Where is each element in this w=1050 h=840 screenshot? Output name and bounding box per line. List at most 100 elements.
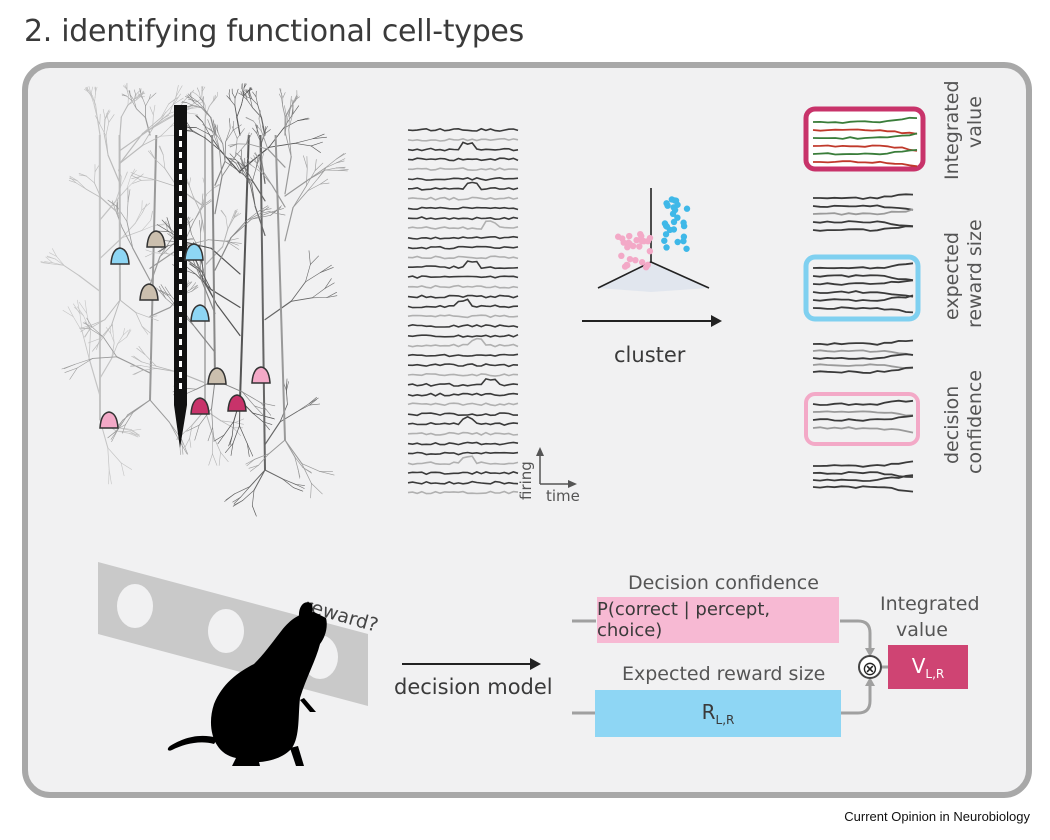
integrated-title-line1: Integrated — [880, 593, 980, 615]
neuron-soma — [227, 394, 247, 412]
group-trace — [812, 204, 914, 211]
firing-trace — [407, 392, 519, 397]
expected-reward-box-formula: RL,R — [595, 690, 841, 737]
group-trace — [812, 415, 914, 422]
decision-model-arrow: decision model — [394, 658, 553, 699]
cluster-dot-blue — [683, 205, 691, 212]
group-trace — [812, 225, 914, 232]
firing-trace — [407, 471, 519, 476]
cluster-dot-pink — [633, 236, 640, 244]
cluster-arrow: cluster — [582, 315, 722, 367]
firing-trace — [407, 245, 519, 250]
cluster-dot-blue — [663, 200, 670, 207]
firing-trace — [407, 378, 519, 387]
firing-trace — [407, 157, 519, 162]
label-expected-line2: reward size — [964, 219, 986, 328]
firing-trace — [407, 455, 519, 466]
cell-type-groups — [803, 106, 926, 493]
firing-trace — [407, 402, 519, 407]
cluster-dot-pink — [614, 233, 622, 240]
firing-trace — [407, 337, 519, 348]
dendrite-tree — [40, 82, 349, 517]
firing-trace — [407, 323, 519, 328]
multiply-symbol: ⊗ — [862, 658, 878, 680]
cluster-dot-blue — [680, 233, 688, 240]
firing-trace — [407, 220, 519, 230]
cluster-dot-blue — [674, 238, 681, 246]
integrated-value-box-formula: VL,R — [888, 645, 968, 689]
firing-trace — [407, 294, 519, 299]
label-expected-line1: expected — [941, 232, 963, 320]
cluster-dot-blue — [670, 218, 678, 226]
decision-confidence-formula: P(correct | percept, choice) — [597, 599, 771, 641]
journal-credit: Current Opinion in Neurobiology — [844, 809, 1030, 824]
cluster-dot-blue — [663, 244, 670, 251]
cluster-dot-pink — [624, 244, 631, 251]
group-trace — [812, 399, 914, 406]
firing-trace — [407, 181, 519, 191]
group-trace — [812, 294, 914, 302]
firing-trace — [407, 137, 519, 142]
firing-trace — [407, 275, 519, 279]
cluster-plot — [597, 188, 710, 292]
group-trace — [813, 160, 918, 168]
neuron-soma — [146, 230, 166, 248]
page-title: 2. identifying functional cell-types — [24, 14, 524, 49]
neuron-soma — [251, 366, 271, 384]
firing-trace — [407, 353, 519, 358]
group-trace — [812, 471, 914, 478]
cluster-dot-pink — [620, 239, 627, 246]
cluster-label: cluster — [614, 343, 686, 367]
rat-silhouette — [167, 602, 327, 766]
integrated-value-symbol: VL,R — [911, 653, 945, 681]
group-trace — [812, 279, 914, 286]
firing-time-axis: firing time — [517, 447, 580, 505]
neuron-soma — [184, 243, 204, 261]
group-trace — [812, 128, 918, 135]
label-confidence-line2: confidence — [964, 370, 986, 474]
group-trace — [812, 208, 914, 216]
group-trace — [812, 290, 914, 298]
cluster-dot-pink — [624, 262, 631, 269]
group-trace — [812, 339, 914, 346]
cluster-dot-pink — [618, 252, 625, 260]
group-trace — [812, 149, 918, 156]
neuron-soma — [99, 411, 119, 429]
cluster-dot-blue — [670, 226, 678, 233]
cluster-dot-pink — [640, 238, 648, 245]
group-trace — [812, 474, 914, 482]
firing-trace — [407, 333, 519, 338]
group-trace — [812, 485, 914, 493]
firing-trace — [407, 167, 519, 172]
axis-time-label: time — [546, 487, 580, 505]
cluster-dot-blue — [672, 197, 680, 204]
group-trace — [812, 366, 914, 374]
firing-trace — [407, 216, 519, 221]
firing-trace — [407, 176, 519, 182]
firing-trace — [407, 372, 519, 377]
group-trace — [812, 306, 914, 314]
group-trace — [812, 426, 914, 434]
electrode-probe — [174, 105, 187, 448]
label-integrated-line2: value — [964, 96, 986, 148]
cluster-dot-pink — [636, 243, 643, 250]
neuron-soma — [139, 283, 159, 301]
group-trace — [812, 144, 918, 152]
neuron-soma — [190, 397, 210, 415]
cluster-dot-pink — [632, 256, 639, 264]
decision-confidence-title: Decision confidence — [628, 572, 819, 594]
cluster-dot-pink — [626, 255, 634, 263]
cluster-dot-pink — [626, 232, 633, 240]
expected-reward-symbol: RL,R — [701, 700, 735, 727]
firing-trace — [407, 141, 519, 152]
model-connectors — [572, 619, 888, 715]
neuron-soma — [110, 247, 130, 265]
firing-trace — [407, 127, 519, 132]
cluster-dot-pink — [646, 247, 654, 255]
label-confidence-line1: decision — [941, 386, 963, 464]
firing-trace — [407, 298, 519, 309]
group-trace — [812, 410, 914, 417]
firing-trace — [407, 412, 518, 417]
cluster-dot-blue — [674, 214, 681, 221]
